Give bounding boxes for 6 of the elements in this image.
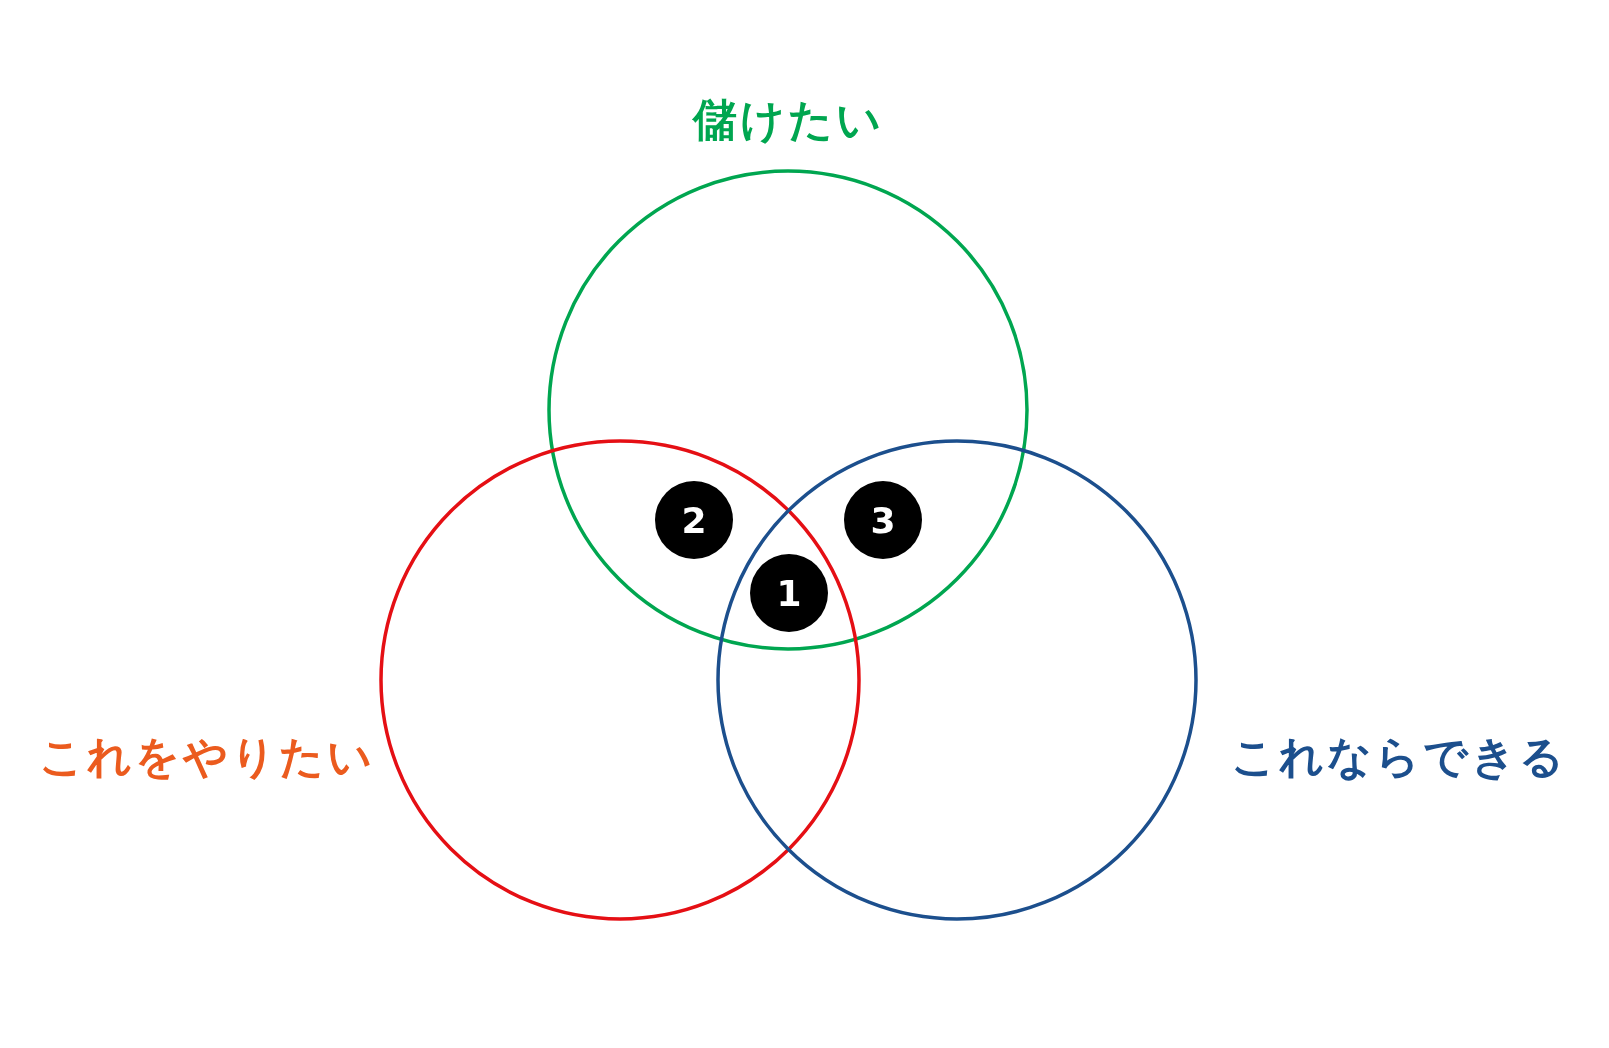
number-badge: 2: [655, 481, 733, 559]
number-badge: 3: [844, 481, 922, 559]
circle-heading: 儲けたい: [692, 92, 884, 147]
circle-heading: これならできる: [1231, 729, 1567, 784]
number-badge: 1: [750, 554, 828, 632]
circle-heading: これをやりたい: [39, 729, 375, 784]
